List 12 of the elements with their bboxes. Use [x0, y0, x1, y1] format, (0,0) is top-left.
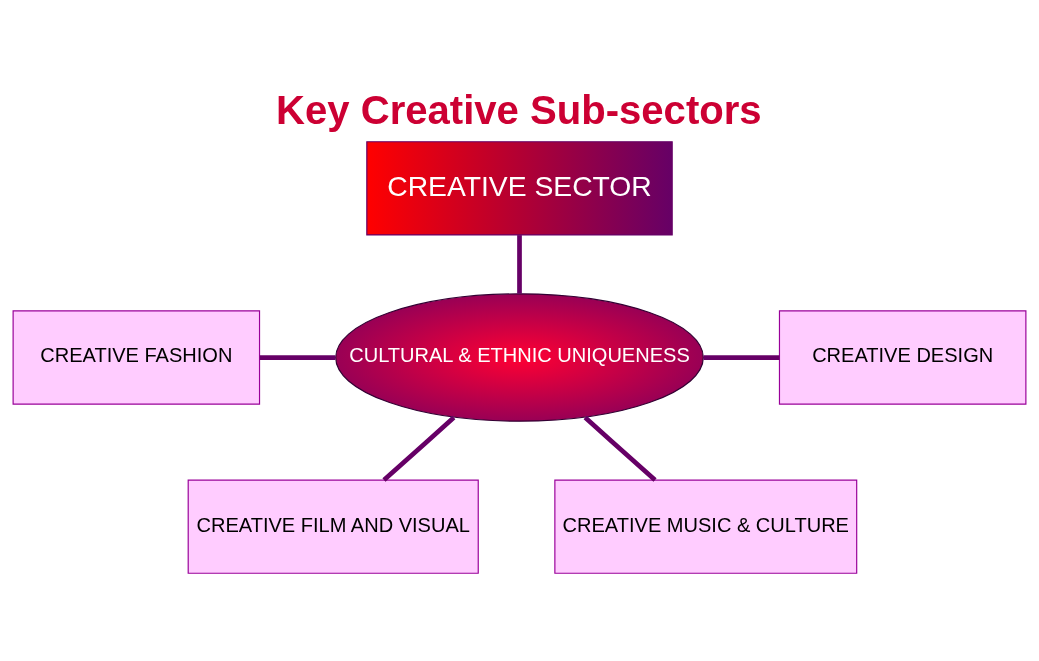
node-box: CREATIVE FILM AND VISUAL [187, 479, 479, 574]
node-box: CREATIVE FASHION [12, 309, 261, 405]
connector [703, 354, 780, 360]
connector [517, 234, 522, 294]
node-box: CREATIVE SECTOR [366, 140, 673, 235]
connector [382, 415, 456, 482]
node-box: CREATIVE DESIGN [778, 309, 1027, 405]
node-ellipse: CULTURAL & ETHNIC UNIQUENESS [335, 292, 704, 422]
connector [259, 354, 336, 360]
diagram-title: Key Creative Sub-sectors [276, 87, 762, 132]
node-box: CREATIVE MUSIC & CULTURE [554, 479, 858, 574]
connector [583, 415, 657, 482]
